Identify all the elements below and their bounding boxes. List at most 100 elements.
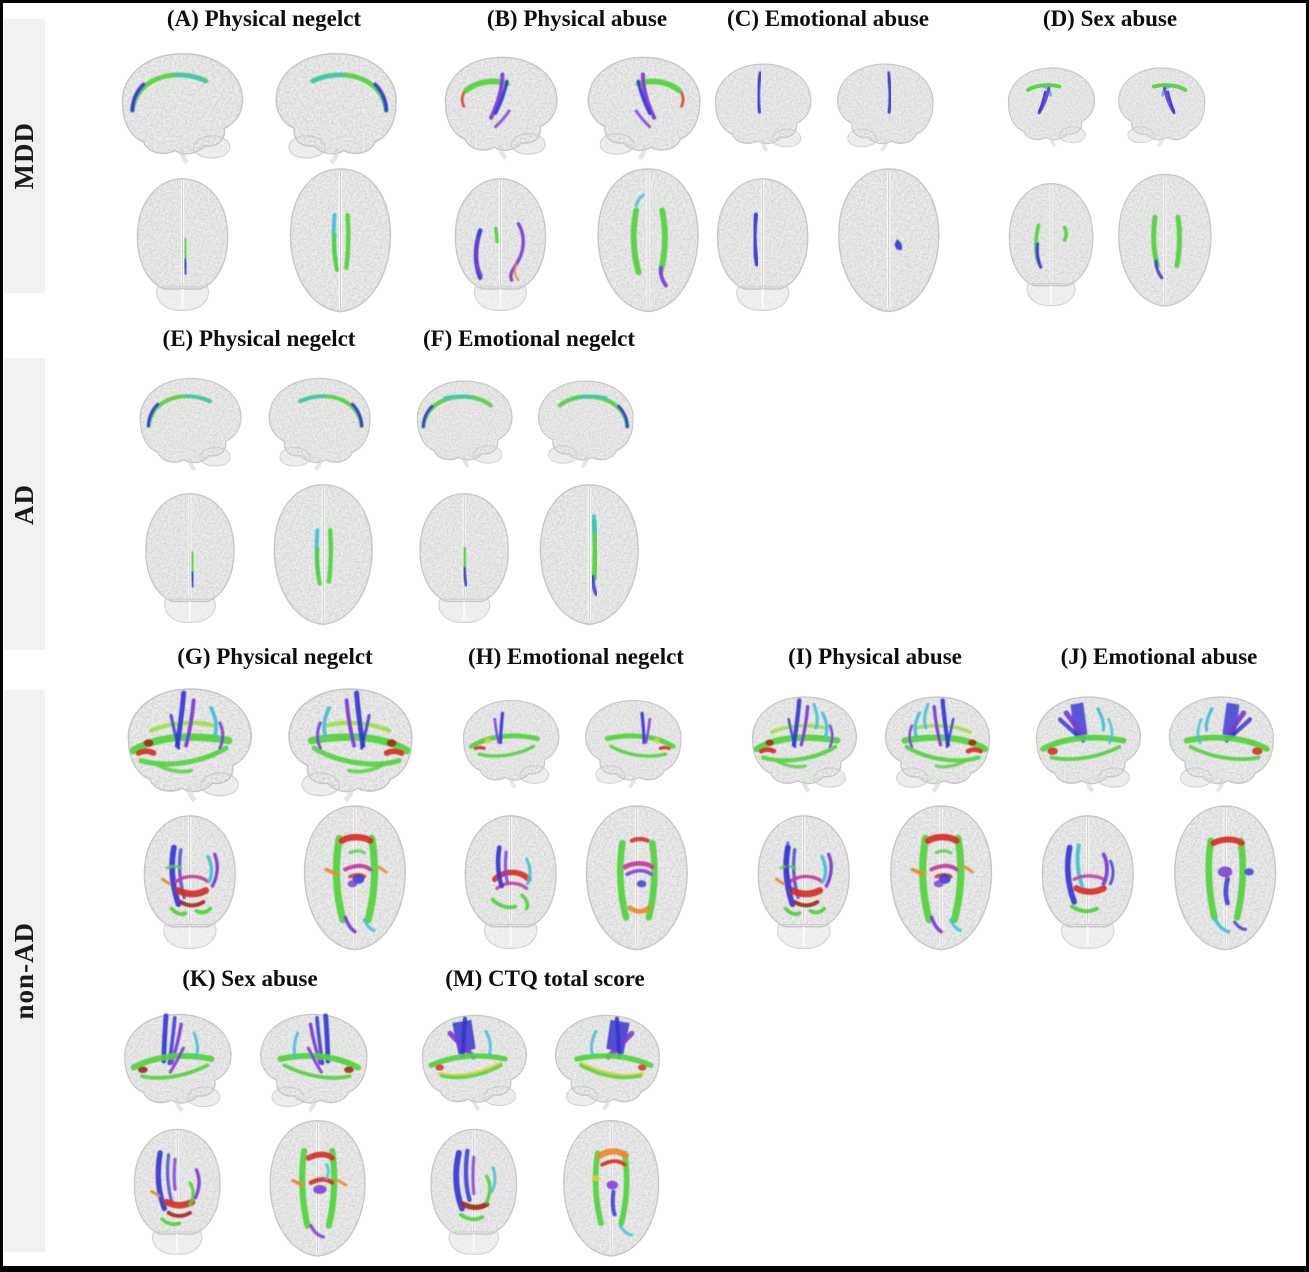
- panel-H: [452, 678, 700, 956]
- brain-view-axial-superior-M-box: [545, 1115, 677, 1262]
- brain-view-axial-superior-A-box: [264, 163, 417, 318]
- brain-view-axial-superior-F-box: [529, 479, 650, 630]
- brain-view-axial-posterior-A: [136, 177, 228, 311]
- brain-view-sagittal-left-E: [139, 378, 242, 472]
- brain-view-sagittal-right-B: [587, 56, 701, 161]
- brain-view-axial-posterior-D-box: [999, 172, 1103, 318]
- brain-view-axial-posterior-F-box: [407, 487, 521, 630]
- row-label-mdd: MDD: [9, 122, 39, 190]
- brain-view-axial-posterior-E-box: [129, 487, 251, 630]
- brain-view-sagittal-right-D-box: [1110, 42, 1215, 166]
- brain-view-axial-superior-J: [1174, 805, 1277, 951]
- brain-view-axial-posterior-B-box: [433, 172, 568, 318]
- brain-view-sagittal-right-I-box: [875, 678, 1002, 803]
- brain-view-axial-posterior-M: [430, 1128, 518, 1256]
- brain-view-sagittal-right-F: [538, 380, 634, 469]
- brain-view-axial-superior-I: [890, 805, 993, 951]
- brain-view-sagittal-right-E-box: [259, 360, 382, 482]
- panel-A: [108, 42, 420, 318]
- panel-title-H: (H) Emotional negelct: [468, 644, 684, 669]
- panel-title-J: (J) Emotional abuse: [1060, 644, 1258, 669]
- panel-M: [410, 1000, 680, 1262]
- brain-view-sagittal-right-G: [288, 688, 413, 803]
- brain-view-sagittal-right-K-box: [250, 1000, 380, 1118]
- brain-view-sagittal-right-I: [884, 696, 990, 793]
- brain-view-sagittal-left-D-box: [998, 42, 1103, 166]
- brain-view-axial-posterior-F: [419, 492, 510, 623]
- brain-view-axial-posterior-J-box: [1025, 809, 1151, 956]
- brain-view-sagittal-left-D: [1007, 67, 1096, 148]
- brain-view-sagittal-right-J: [1168, 696, 1274, 793]
- panel-title-F: (F) Emotional negelct: [422, 326, 636, 351]
- brain-view-axial-posterior-E: [145, 492, 235, 623]
- brain-view-sagittal-right-K: [260, 1013, 368, 1113]
- brain-view-axial-superior-C-box: [828, 163, 950, 318]
- brain-view-axial-posterior-H: [464, 814, 557, 949]
- brain-view-axial-superior-K-box: [250, 1115, 385, 1262]
- brain-view-sagittal-right-H: [585, 700, 682, 789]
- brain-view-sagittal-left-G: [127, 688, 252, 803]
- brain-view-axial-superior-M: [563, 1120, 660, 1258]
- brain-view-axial-posterior-G-box: [114, 809, 266, 956]
- brain-view-sagittal-left-F: [416, 380, 513, 469]
- brain-view-axial-superior-G-box: [275, 800, 435, 956]
- brain-view-sagittal-left-C: [715, 63, 812, 153]
- brain-view-sagittal-right-F-box: [529, 360, 645, 482]
- panel-F: [406, 360, 652, 630]
- row-strip-nonad: non-AD: [4, 690, 45, 1252]
- brain-view-sagittal-right-B-box: [577, 42, 713, 166]
- row-label-ad: AD: [9, 483, 39, 525]
- frame-left: [0, 0, 3, 1272]
- brain-view-sagittal-left-M-box: [410, 1000, 537, 1118]
- brain-view-sagittal-right-C: [837, 63, 934, 153]
- brain-view-sagittal-left-K: [124, 1013, 232, 1113]
- brain-view-sagittal-right-D: [1118, 67, 1206, 148]
- row-strip-ad: AD: [4, 358, 45, 650]
- brain-view-axial-posterior-K-box: [113, 1123, 241, 1262]
- panel-K: [112, 1000, 388, 1262]
- brain-view-axial-superior-B: [597, 168, 699, 313]
- panel-G: [112, 678, 438, 956]
- brain-view-sagittal-right-C-box: [828, 42, 945, 166]
- brain-view-sagittal-right-A: [275, 53, 397, 165]
- brain-view-sagittal-left-I-box: [740, 678, 867, 803]
- panel-title-G: (G) Physical negelct: [177, 644, 373, 669]
- brain-view-axial-posterior-B: [455, 177, 547, 311]
- panel-J: [1024, 678, 1294, 956]
- brain-view-axial-superior-J-box: [1159, 800, 1291, 956]
- brain-view-sagittal-left-K-box: [112, 1000, 242, 1118]
- brain-view-axial-superior-H: [585, 805, 688, 951]
- brain-view-sagittal-right-J-box: [1159, 678, 1286, 803]
- panel-I: [740, 678, 1010, 956]
- brain-view-sagittal-left-J: [1036, 696, 1141, 793]
- brain-view-axial-superior-D: [1118, 174, 1212, 308]
- brain-view-axial-superior-D-box: [1110, 163, 1220, 318]
- brain-view-axial-posterior-D: [1008, 182, 1094, 306]
- brain-view-sagittal-left-B: [444, 56, 558, 161]
- brain-view-sagittal-right-A-box: [264, 42, 411, 166]
- frame-bottom: [0, 1266, 1309, 1272]
- brain-view-axial-posterior-A-box: [110, 172, 255, 318]
- brain-view-sagittal-left-A-box: [108, 42, 255, 166]
- brain-view-axial-superior-I-box: [875, 800, 1007, 956]
- brain-view-axial-superior-G: [303, 805, 406, 951]
- brain-view-axial-superior-E-box: [259, 479, 387, 630]
- brain-view-axial-posterior-I-box: [741, 809, 867, 956]
- brain-view-sagittal-right-H-box: [576, 678, 693, 803]
- brain-view-sagittal-left-C-box: [704, 42, 821, 166]
- panel-title-C: (C) Emotional abuse: [727, 6, 929, 31]
- panel-B: [432, 42, 722, 318]
- brain-view-axial-posterior-C: [717, 177, 809, 311]
- brain-view-sagittal-right-G-box: [275, 678, 428, 803]
- brain-view-sagittal-left-F-box: [406, 360, 522, 482]
- panel-title-D: (D) Sex abuse: [1042, 6, 1178, 31]
- brain-view-axial-superior-C: [838, 168, 940, 313]
- brain-view-sagittal-right-M-box: [545, 1000, 672, 1118]
- panel-title-B: (B) Physical abuse: [486, 6, 668, 31]
- brain-view-axial-posterior-K: [134, 1128, 221, 1256]
- panel-title-M: (M) CTQ total score: [445, 966, 645, 991]
- brain-view-sagittal-left-E-box: [128, 360, 251, 482]
- brain-view-axial-superior-A: [289, 168, 392, 313]
- frame-right: [1306, 0, 1309, 1272]
- brain-view-axial-posterior-C-box: [705, 172, 820, 318]
